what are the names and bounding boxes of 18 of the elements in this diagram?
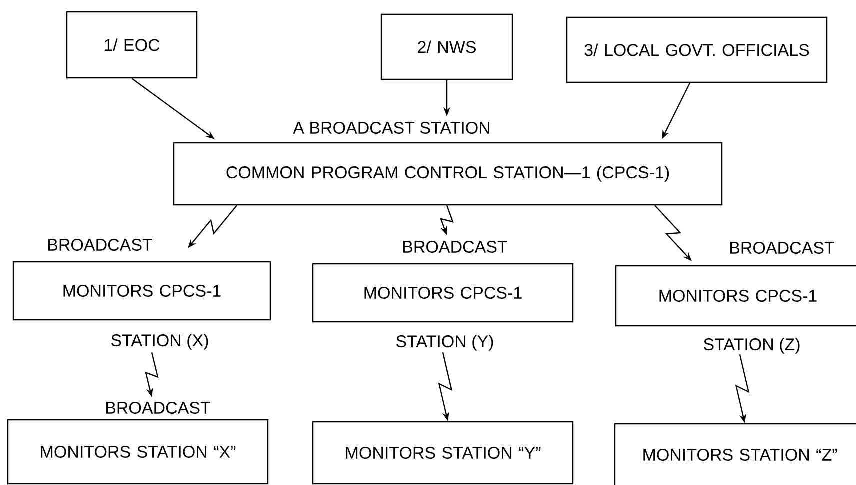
station-label: STATION (X) [112,334,208,350]
station-box: MONITORS STATION “Z” [614,423,856,485]
station-box: COMMON PROGRAM CONTROL STATION—1 (CPCS-1) [173,142,723,206]
station-box: MONITORS CPCS-1 [12,261,272,321]
station-box: MONITORS CPCS-1 [312,263,574,323]
source-box: 3/ LOCAL GOVT. OFFICIALS [566,16,828,84]
station-box: MONITORS STATION “Y” [312,421,574,485]
source-box: 2/ NWS [380,14,514,80]
source-box: 1/ EOC [66,11,198,79]
station-label: STATION (Z) [704,338,800,354]
station-heading: BROADCAST [404,240,508,254]
station-label: STATION (Y) [396,335,494,351]
station-heading: BROADCAST [106,402,210,414]
station-heading: A BROADCAST STATION [293,122,490,134]
station-box: MONITORS STATION “X” [7,419,269,485]
station-box: MONITORS CPCS-1 [615,265,856,327]
station-heading: BROADCAST [48,238,152,252]
station-heading: BROADCAST [730,242,834,254]
